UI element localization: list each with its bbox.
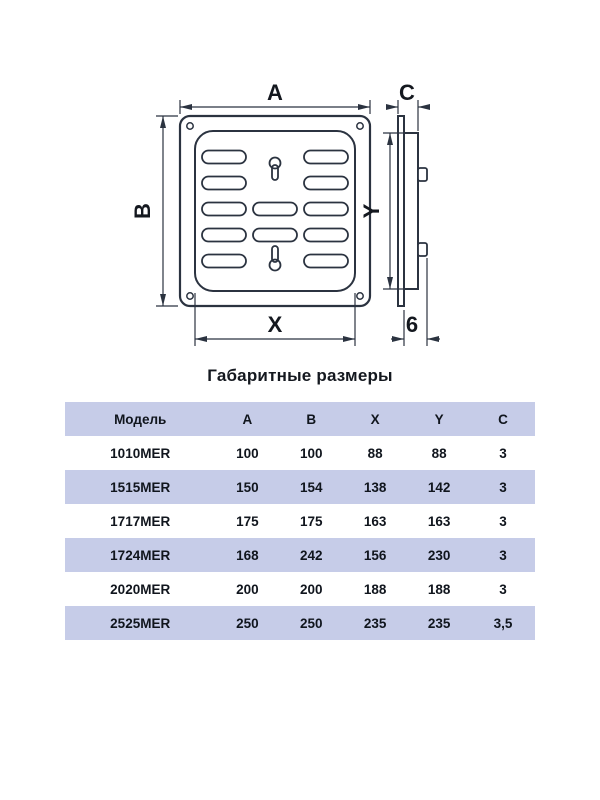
cell-c: 3 xyxy=(499,547,507,563)
dim-label-x: X xyxy=(268,312,283,337)
cell-a: 200 xyxy=(236,581,259,597)
front-view xyxy=(178,114,372,308)
cell-y: 142 xyxy=(427,479,451,495)
cell-b: 154 xyxy=(300,479,323,495)
cell-model: 1724MER xyxy=(110,547,171,563)
cell-y: 230 xyxy=(427,547,451,563)
cell-a: 168 xyxy=(236,547,259,563)
louver-slots xyxy=(201,149,349,269)
dim-label-a: A xyxy=(267,80,283,105)
cell-a: 175 xyxy=(236,513,259,529)
corner-screw-holes xyxy=(186,122,364,300)
table-header-row: Модель A B X Y C xyxy=(65,402,535,436)
cell-x: 156 xyxy=(363,547,387,563)
dim-label-b: B xyxy=(130,203,155,219)
cell-b: 200 xyxy=(300,581,323,597)
dimension-a xyxy=(179,100,371,114)
table-row: 1717MER 175 175 163 163 3 xyxy=(65,504,535,538)
cell-x: 88 xyxy=(367,445,383,461)
col-header-y: Y xyxy=(434,411,444,427)
cell-y: 188 xyxy=(427,581,451,597)
cell-x: 235 xyxy=(363,615,387,631)
cell-c: 3 xyxy=(499,479,507,495)
side-view xyxy=(397,115,428,307)
table-row: 1010MER 100 100 88 88 3 xyxy=(65,436,535,470)
table-row: 2020MER 200 200 188 188 3 xyxy=(65,572,535,606)
cell-y: 235 xyxy=(427,615,451,631)
side-body xyxy=(403,132,419,290)
grille-inner-panel xyxy=(194,130,356,292)
cell-c: 3,5 xyxy=(493,615,513,631)
dimension-x xyxy=(194,293,356,346)
cell-x: 163 xyxy=(363,513,387,529)
dimension-diagram: A B X C xyxy=(0,0,600,352)
cell-x: 138 xyxy=(363,479,387,495)
cell-x: 188 xyxy=(363,581,387,597)
col-header-b: B xyxy=(306,411,317,427)
cell-model: 2525MER xyxy=(110,615,171,631)
cell-model: 1010MER xyxy=(110,445,171,461)
cell-c: 3 xyxy=(499,513,507,529)
grille-drawing: A B X C xyxy=(130,80,440,346)
dimension-b xyxy=(156,115,178,307)
side-clip-bottom xyxy=(417,242,428,257)
page-title: Габаритные размеры xyxy=(207,366,393,385)
cell-a: 150 xyxy=(236,479,259,495)
cell-b: 175 xyxy=(300,513,323,529)
cell-c: 3 xyxy=(499,581,507,597)
cell-y: 88 xyxy=(431,445,447,461)
col-header-c: C xyxy=(498,411,508,427)
cell-model: 1717MER xyxy=(110,513,171,529)
dim-label-y: Y xyxy=(359,203,384,218)
cell-y: 163 xyxy=(427,513,451,529)
dimension-y xyxy=(383,132,404,290)
dim-label-depth: 6 xyxy=(406,312,418,337)
grille-outer-plate xyxy=(178,114,372,308)
cell-a: 100 xyxy=(236,445,259,461)
cell-b: 100 xyxy=(300,445,323,461)
dimensions-table: Модель A B X Y C 1010MER 100 100 88 88 3… xyxy=(65,402,535,640)
cell-model: 1515MER xyxy=(110,479,171,495)
table-row: 2525MER 250 250 235 235 3,5 xyxy=(65,606,535,640)
table-row: 1515MER 150 154 138 142 3 xyxy=(65,470,535,504)
col-header-x: X xyxy=(370,411,380,427)
col-header-a: A xyxy=(242,411,253,427)
col-header-model: Модель xyxy=(114,411,167,427)
table-row: 1724MER 168 242 156 230 3 xyxy=(65,538,535,572)
dimension-c xyxy=(386,100,430,131)
keyhole-mount-bottom xyxy=(268,245,282,272)
keyhole-mount-top xyxy=(268,156,282,181)
dimension-depth xyxy=(391,258,440,346)
cell-a: 250 xyxy=(236,615,259,631)
cell-b: 250 xyxy=(300,615,323,631)
cell-model: 2020MER xyxy=(110,581,171,597)
cell-c: 3 xyxy=(499,445,507,461)
cell-b: 242 xyxy=(300,547,323,563)
side-clip-top xyxy=(417,167,428,182)
dim-label-c: C xyxy=(399,80,415,105)
